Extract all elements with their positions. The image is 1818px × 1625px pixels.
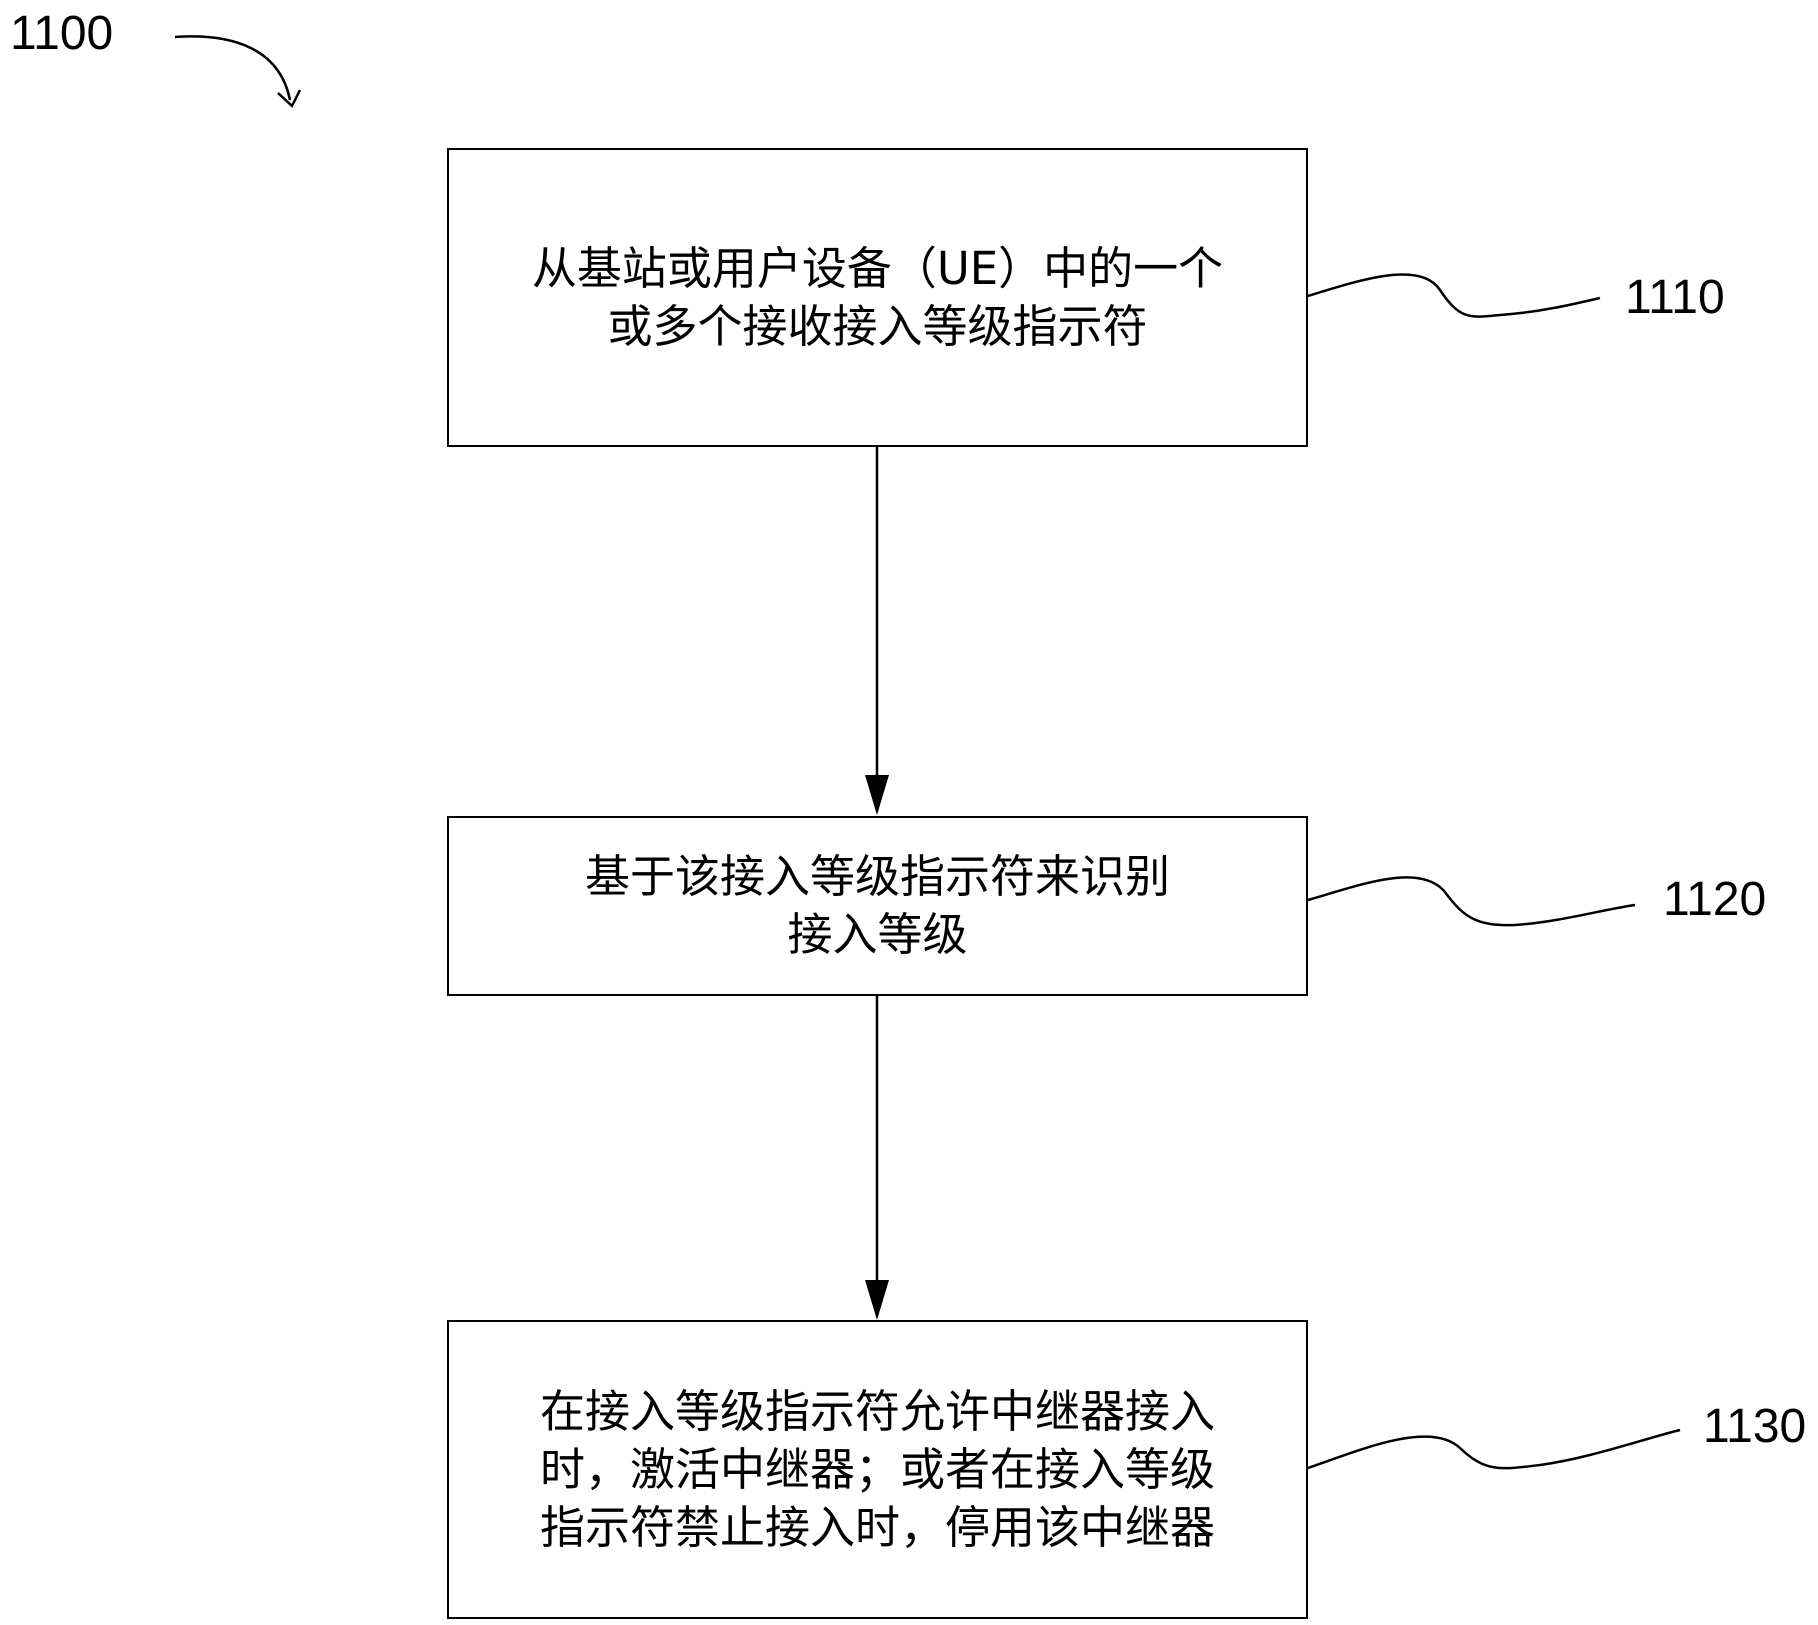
step-text-1130: 在接入等级指示符允许中继器接入 时，激活中继器；或者在接入等级 指示符禁止接入时… [539,1384,1215,1554]
reference-numeral-1110: 1110 [1625,271,1725,324]
figure-pointer-arrowhead [277,89,302,109]
step-text-1110: 从基站或用户设备（UE）中的一个 或多个接收接入等级指示符 [531,241,1224,353]
flow-arrowhead-1120 [865,775,889,815]
leader-line-1110 [1307,273,1601,318]
leader-line-1120 [1307,876,1636,927]
step-box-1120: 基于该接入等级指示符来识别 接入等级 [447,816,1308,996]
flow-arrowhead-1130 [865,1280,889,1320]
step-text-1120: 基于该接入等级指示符来识别 接入等级 [584,850,1170,961]
figure-pointer-arrow [174,35,292,101]
leader-line-1130 [1307,1428,1681,1470]
step-box-1130: 在接入等级指示符允许中继器接入 时，激活中继器；或者在接入等级 指示符禁止接入时… [447,1320,1308,1619]
figure-label: 1100 [10,7,114,60]
reference-numeral-1130: 1130 [1703,1400,1807,1453]
reference-numeral-1120: 1120 [1663,873,1767,926]
step-box-1110: 从基站或用户设备（UE）中的一个 或多个接收接入等级指示符 [447,148,1308,447]
